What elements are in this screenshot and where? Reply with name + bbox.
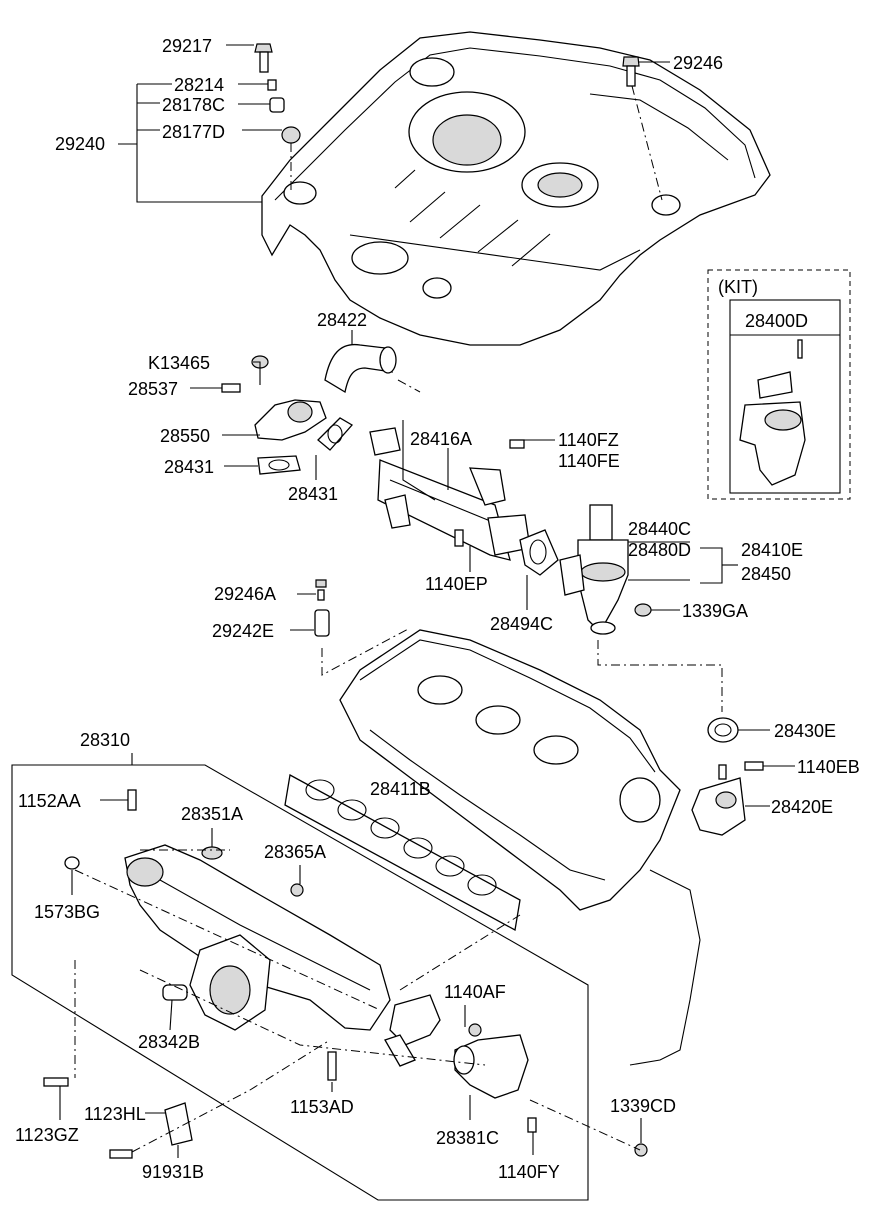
label-28422: 28422 xyxy=(317,310,367,330)
label-28431-a: 28431 xyxy=(164,457,214,477)
label-kit: (KIT) xyxy=(718,277,758,297)
label-1573BG: 1573BG xyxy=(34,902,100,922)
nut-1339CD-icon xyxy=(634,1143,648,1157)
label-1123GZ: 1123GZ xyxy=(15,1125,79,1145)
label-28342B: 28342B xyxy=(138,1032,200,1052)
label-91931B: 91931B xyxy=(142,1162,204,1182)
housing-28420E xyxy=(691,764,746,836)
stud-28342B-icon xyxy=(162,984,188,1001)
stud-1153AD-icon xyxy=(327,1051,337,1081)
label-28420E: 28420E xyxy=(771,797,833,817)
bushing-28214-icon xyxy=(267,79,277,91)
intake-gasket-28411B xyxy=(284,773,521,932)
label-28494C: 28494C xyxy=(490,614,553,634)
plug-1573BG-icon xyxy=(64,856,80,870)
bracket-28410E xyxy=(628,541,738,584)
label-29240: 29240 xyxy=(55,134,105,154)
bolt-28365A-icon xyxy=(290,883,304,897)
label-28480D: 28480D xyxy=(628,540,691,560)
label-28440C: 28440C xyxy=(628,519,691,539)
label-28416A: 28416A xyxy=(410,429,472,449)
label-29246: 29246 xyxy=(673,53,723,73)
label-28450: 28450 xyxy=(741,564,791,584)
intake-manifold xyxy=(124,844,391,1031)
bolt-1123HL-icon xyxy=(109,1149,133,1159)
label-1140FE: 1140FE xyxy=(558,451,620,471)
gasket-28494C xyxy=(519,529,559,576)
collar-28178C-icon xyxy=(269,97,285,113)
label-1140FY: 1140FY xyxy=(498,1162,560,1182)
label-28178C: 28178C xyxy=(162,95,225,115)
label-1339CD: 1339CD xyxy=(610,1096,676,1116)
label-1140EP: 1140EP xyxy=(425,574,488,594)
label-28365A: 28365A xyxy=(264,842,326,862)
label-28430E: 28430E xyxy=(774,721,836,741)
leader-lines xyxy=(59,44,795,1158)
label-1123HL: 1123HL xyxy=(84,1104,146,1124)
bracket-29240 xyxy=(118,83,262,203)
label-1339GA: 1339GA xyxy=(682,601,748,621)
engine-cover xyxy=(261,31,771,346)
label-1153AD: 1153AD xyxy=(290,1097,354,1117)
label-1140AF: 1140AF xyxy=(444,982,506,1002)
assembly-center-lines xyxy=(74,849,641,1153)
label-28431-b: 28431 xyxy=(288,484,338,504)
cylinder-head xyxy=(339,629,701,1066)
bolt-28537-icon xyxy=(221,383,241,393)
stud-29242E-icon xyxy=(314,609,411,676)
gasket-28430E xyxy=(707,717,739,743)
gasket-28351A xyxy=(201,846,223,860)
label-28400D: 28400D xyxy=(745,311,808,331)
label-28381C: 28381C xyxy=(436,1128,499,1148)
actuator-28381C xyxy=(453,1034,529,1099)
label-1152AA: 1152AA xyxy=(18,791,81,811)
stud-1152AA-icon xyxy=(127,789,137,811)
label-28214: 28214 xyxy=(174,75,224,95)
bolt-1140AF-icon xyxy=(468,1023,482,1037)
bolt-1140FY-icon xyxy=(527,1117,537,1133)
nut-1339GA-icon xyxy=(634,603,652,617)
gasket-28431-right xyxy=(317,417,354,451)
bolt-29246-icon xyxy=(622,56,663,201)
label-1140EB: 1140EB xyxy=(797,757,860,777)
gasket-28431-left xyxy=(257,455,301,475)
label-28351A: 28351A xyxy=(181,804,243,824)
egr-hose-28422 xyxy=(324,343,421,394)
label-28310: 28310 xyxy=(80,730,130,750)
adapter-28550 xyxy=(254,399,327,441)
label-29217: 29217 xyxy=(162,36,212,56)
label-28550: 28550 xyxy=(160,426,210,446)
label-29246A: 29246A xyxy=(214,584,276,604)
label-1140FZ: 1140FZ xyxy=(558,430,619,450)
egr-valve-28410E xyxy=(559,504,723,712)
bolt-1140EP-icon xyxy=(454,529,464,547)
bolt-1140EB-icon xyxy=(744,761,764,771)
bolt-29217-icon xyxy=(254,43,273,73)
kit-box xyxy=(707,269,851,500)
part-labels: 29217 28214 28178C 29240 28177D 29246 (K… xyxy=(15,36,860,1182)
bracket-28310 xyxy=(11,753,589,1201)
label-28411B: 28411B xyxy=(370,779,431,799)
bolt-29246A-icon xyxy=(315,579,327,601)
label-29242E: 29242E xyxy=(212,621,274,641)
grommet-28177D-icon xyxy=(281,126,301,190)
bolt-1140FZ-icon xyxy=(509,439,525,449)
label-28537: 28537 xyxy=(128,379,178,399)
label-K13465: K13465 xyxy=(148,353,210,373)
bracket-91931B xyxy=(164,1102,193,1146)
bolt-1123GZ-icon xyxy=(43,1077,69,1087)
bracket-1140AF xyxy=(384,994,441,1067)
label-28177D: 28177D xyxy=(162,122,225,142)
label-28410E: 28410E xyxy=(741,540,803,560)
